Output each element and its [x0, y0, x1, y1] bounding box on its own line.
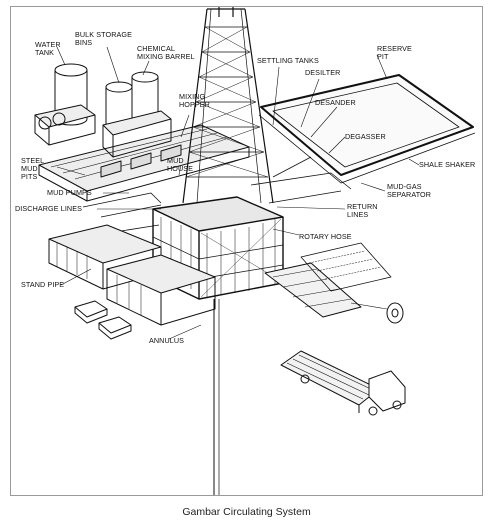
label-desilter: DESILTER — [305, 68, 341, 77]
bulk-storage-bins — [102, 71, 172, 158]
label-reserve-pit: RESERVE PIT — [377, 44, 412, 61]
label-settling-tanks: SETTLING TANKS — [257, 56, 319, 65]
label-chemical-mixing-barrel: CHEMICAL MIXING BARREL — [137, 44, 195, 61]
vehicles — [74, 300, 132, 340]
label-water-tank: WATER TANK — [35, 40, 61, 57]
label-mud-gas-separator: MUD-GAS SEPARATOR — [387, 182, 432, 199]
rig-illustration — [34, 7, 476, 495]
pipe-truck — [280, 350, 406, 416]
leader-lines — [56, 46, 420, 340]
label-stand-pipe: STAND PIPE — [21, 280, 65, 289]
storage-containers — [48, 224, 216, 326]
label-desander: DESANDER — [315, 98, 356, 107]
label-return-lines: RETURN LINES — [347, 202, 378, 219]
piping — [82, 156, 352, 232]
label-bulk-storage-bins: BULK STORAGE BINS — [75, 30, 132, 47]
figure-caption: Gambar Circulating System — [182, 506, 311, 518]
label-mixing-hopper: MIXING HOPPER — [179, 92, 210, 109]
tank-skid — [34, 104, 96, 146]
cable-drum — [350, 302, 404, 324]
label-mud-house: MUD HOUSE — [167, 156, 194, 173]
reserve-pit — [258, 74, 476, 184]
label-shale-shaker: SHALE SHAKER — [419, 160, 476, 169]
figure-frame: WATER TANK BULK STORAGE BINS CHEMICAL MI… — [10, 6, 483, 496]
mud-tank-row — [38, 124, 250, 202]
label-rotary-hose: ROTARY HOSE — [299, 232, 352, 241]
label-mud-pumps: MUD PUMPS — [47, 188, 92, 197]
wellbore — [213, 299, 220, 495]
catwalk — [264, 242, 392, 318]
derrick — [182, 7, 274, 204]
label-steel-mud-pits: STEEL MUD PITS — [21, 156, 45, 181]
label-annulus: ANNULUS — [149, 336, 185, 345]
label-discharge-lines: DISCHARGE LINES — [15, 204, 83, 213]
label-degasser: DEGASSER — [345, 132, 386, 141]
